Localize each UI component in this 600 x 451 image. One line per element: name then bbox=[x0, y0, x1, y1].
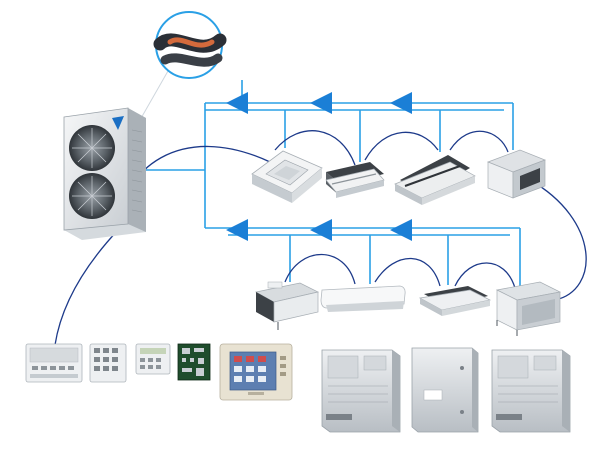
flow-arrow-icon bbox=[226, 92, 248, 114]
flow-arrow-icon bbox=[390, 92, 412, 114]
flow-arrow-icon bbox=[390, 219, 412, 241]
flow-arrow-icon bbox=[310, 219, 332, 241]
wall-mounted-split-icon bbox=[320, 285, 406, 312]
ceiling-cassette-two-way-icon bbox=[325, 162, 385, 198]
interface-adaptor-box-icon bbox=[411, 347, 479, 433]
insulated-copper-pipe-icon bbox=[153, 33, 227, 67]
touchscreen-controller-icon bbox=[219, 343, 293, 401]
intelligent-manager-cabinet-icon bbox=[321, 349, 401, 433]
pipe-detail-callout bbox=[139, 11, 227, 121]
ceiling-concealed-duct-icon bbox=[255, 281, 320, 330]
schedule-timer-board-icon bbox=[177, 343, 211, 381]
outdoor-condensing-unit-icon bbox=[63, 107, 146, 240]
lower-indoor-units bbox=[255, 281, 562, 336]
ceiling-suspended-icon bbox=[418, 286, 492, 316]
refrigerant-piping bbox=[146, 80, 521, 288]
brand-logo-icon bbox=[112, 116, 124, 130]
upper-indoor-units bbox=[251, 149, 546, 205]
intelligent-manager-cabinet-icon bbox=[491, 349, 571, 433]
outdoor-unit bbox=[63, 107, 146, 240]
centralized-remote-icon bbox=[89, 343, 127, 383]
flow-arrows bbox=[226, 92, 412, 241]
floor-standing-unit-icon bbox=[495, 281, 562, 336]
unified-on-off-controller-icon bbox=[135, 343, 171, 375]
flow-arrow-icon bbox=[310, 92, 332, 114]
ceiling-cassette-round-flow-icon bbox=[251, 150, 323, 203]
ceiling-cassette-corner-icon bbox=[394, 155, 476, 205]
ducted-slim-unit-icon bbox=[487, 149, 546, 199]
controllers bbox=[25, 343, 571, 433]
wired-remote-controller-icon bbox=[25, 343, 83, 383]
flow-arrow-icon bbox=[226, 219, 248, 241]
